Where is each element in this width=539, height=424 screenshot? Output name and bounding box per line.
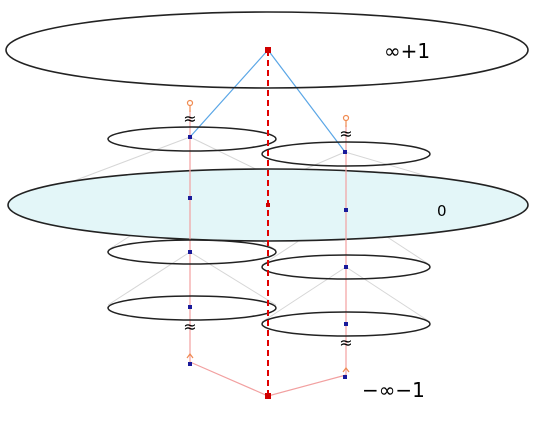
left-node-3: [188, 250, 192, 254]
right-node-4: [344, 322, 348, 326]
left-node-2: [188, 196, 192, 200]
left-node-4: [188, 305, 192, 309]
red-nodes: [265, 47, 271, 399]
right-node-3: [344, 265, 348, 269]
gap-mark-left-bottom: ≈: [183, 317, 196, 336]
left-ellipse-1: [107, 126, 277, 152]
right-node-2: [344, 208, 348, 212]
label-middle: 0: [437, 202, 447, 220]
left-node-1: [188, 135, 192, 139]
gap-mark-right-bottom: ≈: [339, 333, 352, 352]
top-plane-ellipse: [5, 11, 529, 89]
blue-cone-edges: [189, 49, 346, 153]
label-top: ∞+1: [384, 39, 430, 63]
left-ellipse-3: [107, 295, 277, 321]
gap-marks: ≈ ≈ ≈ ≈: [183, 109, 352, 352]
small-ellipses: [107, 126, 431, 337]
gap-mark-right-top: ≈: [339, 124, 352, 143]
middle-node: [266, 203, 270, 207]
left-node-5: [188, 362, 192, 366]
left-ellipse-2: [107, 239, 277, 265]
top-node: [265, 47, 271, 53]
label-bottom: −∞−1: [362, 378, 425, 402]
bottom-node: [265, 393, 271, 399]
blue-nodes: [188, 135, 348, 379]
small-arrow-tips: [186, 99, 350, 373]
right-ellipse-3: [261, 311, 431, 337]
right-ellipse-2: [261, 254, 431, 280]
gap-mark-left-top: ≈: [183, 109, 196, 128]
right-node-1: [343, 150, 347, 154]
right-node-5: [343, 375, 347, 379]
right-ellipse-1: [261, 141, 431, 167]
